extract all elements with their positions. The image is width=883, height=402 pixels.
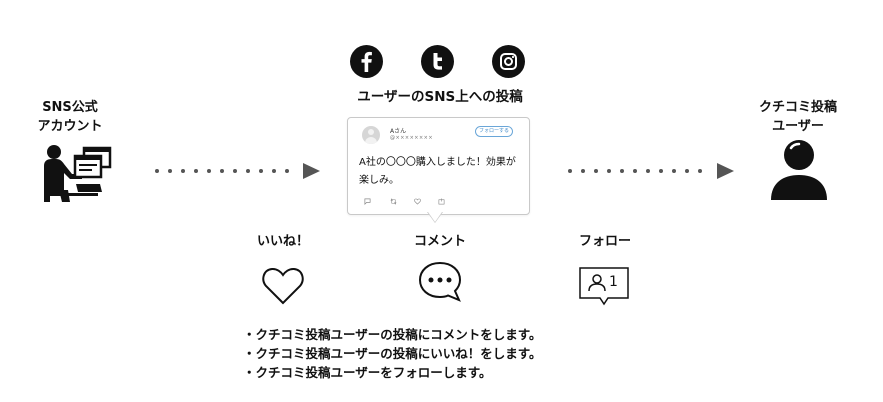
user-silhouette-icon — [771, 140, 827, 200]
right-actor-line2: ユーザー — [772, 119, 824, 134]
sns-post-caption: ユーザーのSNS上への投稿 — [357, 89, 523, 105]
speech-bubble-icon — [418, 261, 462, 302]
sns-post-card: Aさん @×××××××× フォローする A社の〇〇〇購入しました！効果が楽しみ… — [347, 117, 530, 215]
post-handle: @×××××××× — [390, 135, 434, 141]
left-actor-line2: アカウント — [37, 119, 103, 134]
left-arrowhead — [303, 163, 320, 179]
post-card-tail-inner — [428, 212, 442, 222]
follower-count-icon: 1 — [578, 266, 630, 306]
reply-icon[interactable] — [364, 198, 371, 205]
bullet-like: ・クチコミ投稿ユーザーの投稿にいいね！をします。 — [243, 346, 542, 361]
person-at-computer-icon — [44, 145, 112, 202]
right-dotted-arrow — [568, 169, 718, 173]
post-text: A社の〇〇〇購入しました！効果が楽しみ。 — [359, 157, 516, 186]
left-dotted-arrow — [155, 169, 305, 173]
right-actor-line1: クチコミ投稿 — [758, 100, 837, 115]
post-avatar — [362, 126, 380, 144]
comment-label: コメント — [413, 234, 466, 249]
twitter-icon — [421, 45, 454, 78]
follow-button[interactable]: フォローする — [475, 126, 513, 137]
post-like-icon[interactable] — [414, 198, 421, 205]
left-actor-line1: SNS公式 — [42, 100, 98, 115]
bullet-list: ・クチコミ投稿ユーザーの投稿にコメントをします。 ・クチコミ投稿ユーザーの投稿に… — [243, 325, 542, 382]
retweet-icon[interactable] — [390, 198, 397, 205]
bullet-follow: ・クチコミ投稿ユーザーをフォローします。 — [243, 365, 492, 380]
heart-icon — [262, 267, 304, 305]
bullet-comment: ・クチコミ投稿ユーザーの投稿にコメントをします。 — [243, 327, 542, 342]
follow-label: フォロー — [578, 234, 631, 249]
post-actions — [364, 198, 514, 206]
share-icon[interactable] — [438, 198, 445, 205]
like-label: いいね！ — [256, 234, 309, 249]
post-username: Aさん — [390, 128, 407, 135]
facebook-icon — [350, 45, 383, 78]
instagram-icon — [492, 45, 525, 78]
follower-count: 1 — [609, 274, 618, 290]
right-arrowhead — [717, 163, 734, 179]
